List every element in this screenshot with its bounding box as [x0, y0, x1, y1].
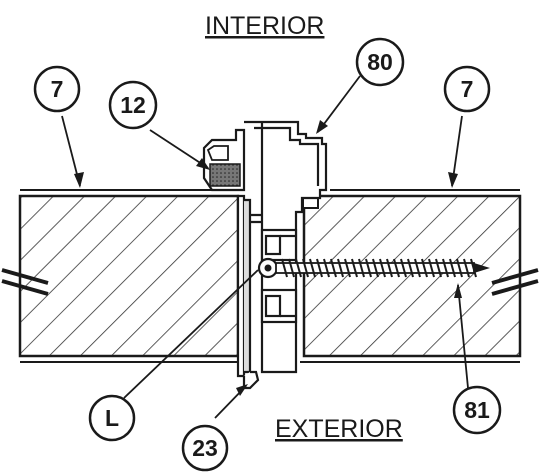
svg-text:12: 12 [120, 92, 146, 118]
callout-panel-right: 7 [443, 65, 491, 113]
svg-text:7: 7 [51, 76, 64, 102]
svg-text:23: 23 [192, 435, 218, 461]
interior-label: INTERIOR [205, 12, 324, 40]
svg-text:L: L [105, 405, 119, 431]
callout-seal: 12 [108, 80, 158, 130]
callout-profile: 80 [355, 37, 405, 87]
svg-text:7: 7 [461, 76, 474, 102]
profile-80 [244, 120, 328, 374]
leader-arrows [74, 120, 462, 396]
break-mark-left [1, 268, 49, 296]
left-panel [18, 189, 243, 363]
callout-trim: 23 [181, 424, 229, 472]
seal-12 [202, 128, 246, 192]
callout-screw: 81 [452, 385, 502, 435]
break-mark-right [491, 268, 539, 296]
right-panel [300, 189, 522, 363]
exterior-label: EXTERIOR [275, 415, 403, 443]
callout-gasket: L [88, 394, 136, 442]
screw-81 [257, 257, 490, 279]
svg-text:81: 81 [464, 397, 490, 423]
svg-text:80: 80 [367, 49, 393, 75]
callout-panel-left: 7 [33, 65, 81, 113]
gasket-strip [236, 194, 252, 378]
